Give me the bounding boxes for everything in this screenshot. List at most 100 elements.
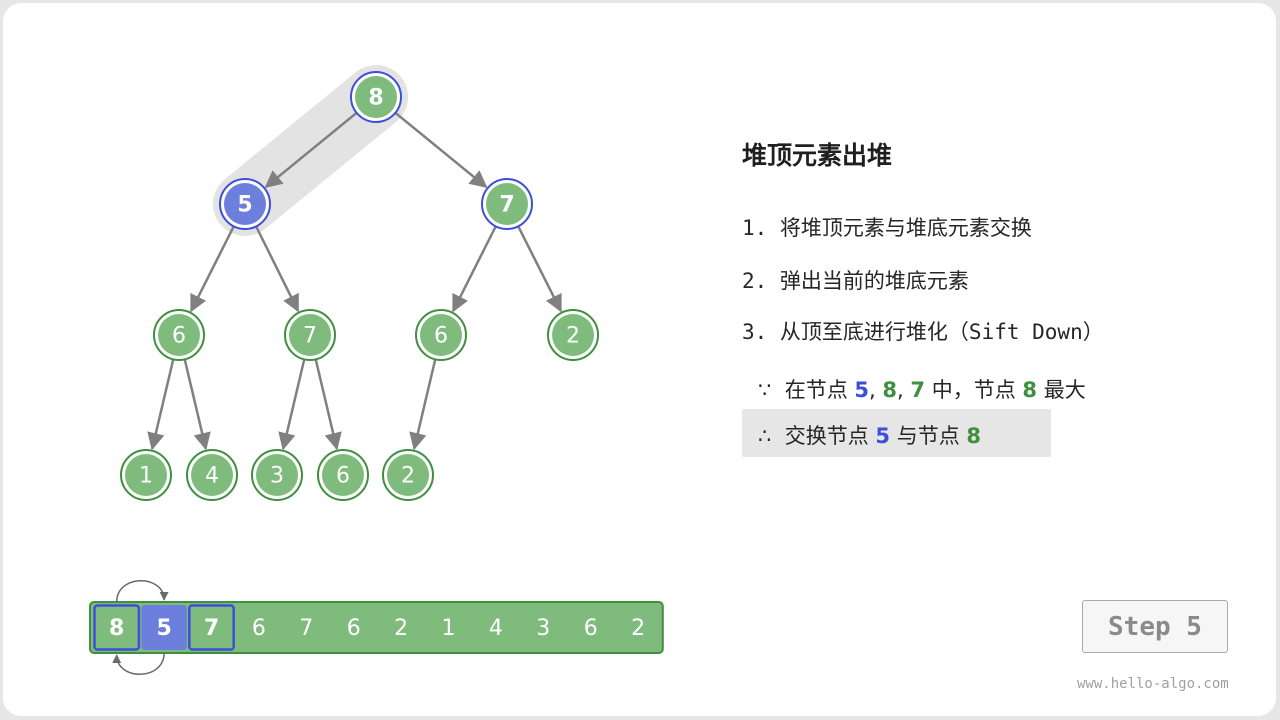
tree-edge xyxy=(516,224,562,313)
tree-node: 7 xyxy=(481,178,533,230)
node-fill xyxy=(256,454,298,496)
node-value: 7 xyxy=(303,324,317,349)
therefore-prefix: 交换节点 xyxy=(784,424,869,448)
therefore-node-a: 5 xyxy=(875,424,891,448)
tree-node: 2 xyxy=(547,309,599,361)
therefore-box xyxy=(742,409,1051,457)
cell-box xyxy=(425,605,472,650)
tree-node: 6 xyxy=(317,449,369,501)
array-cell: 2 xyxy=(615,605,661,650)
node-value: 6 xyxy=(434,324,448,349)
tree-node: 3 xyxy=(251,449,303,501)
tree-edge xyxy=(264,111,359,189)
therefore-middle: 与节点 xyxy=(896,424,960,448)
because-symbol: ∵ xyxy=(758,378,772,402)
cell-box xyxy=(520,605,566,650)
cell-value: 6 xyxy=(584,616,598,641)
array-cell: 8 xyxy=(93,604,141,651)
panel-title: 堆顶元素出堆 xyxy=(742,141,893,170)
because-suffix: 最大 xyxy=(1043,378,1086,402)
node-fill xyxy=(191,454,233,496)
because-middle: 中，节点 xyxy=(931,378,1016,402)
cell-box xyxy=(615,605,661,650)
cell-value: 7 xyxy=(204,616,219,641)
node-fill xyxy=(387,454,429,496)
cell-box xyxy=(93,604,141,651)
tree-edge xyxy=(183,358,211,451)
heap-tree: 8 5 7 6 7 6 2 1 4 3 6 2 xyxy=(120,65,599,501)
node-value: 6 xyxy=(172,324,186,349)
cell-box xyxy=(473,605,519,650)
node-value: 7 xyxy=(499,193,514,218)
tree-node: 1 xyxy=(120,449,172,501)
cell-box xyxy=(141,605,187,650)
cell-value: 2 xyxy=(631,616,645,641)
step-1: 1. 将堆顶元素与堆底元素交换 xyxy=(742,216,1032,240)
therefore-node-b: 8 xyxy=(966,424,982,448)
slide-card xyxy=(3,3,1276,716)
tree-edge xyxy=(393,111,488,189)
watermark: www.hello-algo.com xyxy=(1077,676,1229,692)
array-cell: 4 xyxy=(473,605,519,650)
tree-node: 6 xyxy=(415,309,467,361)
node-value: 2 xyxy=(401,464,415,489)
node-fill xyxy=(125,454,167,496)
cell-value: 5 xyxy=(156,616,171,641)
tree-node: 4 xyxy=(186,449,238,501)
cell-value: 1 xyxy=(442,616,456,641)
cell-value: 6 xyxy=(347,616,361,641)
node-fill xyxy=(552,314,594,356)
node-fill xyxy=(420,314,462,356)
tree-edge xyxy=(314,358,342,451)
tree-node: 8 xyxy=(350,71,402,123)
tree-node: 5 xyxy=(219,178,271,230)
swap-arc-bottom xyxy=(112,652,165,675)
array-cell: 6 xyxy=(236,605,282,650)
node-value: 1 xyxy=(139,464,153,489)
node-value: 6 xyxy=(336,464,350,489)
step-button[interactable]: Step 5 xyxy=(1082,600,1228,653)
array-cell: 7 xyxy=(188,604,235,651)
therefore-line: ∴ 交换节点 5 与节点 8 xyxy=(758,420,981,450)
array-cell: 3 xyxy=(520,605,566,650)
tree-node: 6 xyxy=(153,309,205,361)
node-fill xyxy=(355,76,397,118)
node-value: 5 xyxy=(237,193,252,218)
array-cell: 6 xyxy=(331,605,377,650)
because-prefix: 在节点 xyxy=(784,378,848,402)
cell-box xyxy=(283,605,330,650)
cell-value: 8 xyxy=(109,616,124,641)
node-fill xyxy=(224,183,266,225)
because-sep-2: , xyxy=(897,378,904,402)
cell-value: 3 xyxy=(536,616,550,641)
array-cell: 5 xyxy=(141,605,187,650)
tree-node: 7 xyxy=(284,309,336,361)
tree-edge xyxy=(452,224,498,313)
swap-arc-top xyxy=(115,580,169,603)
therefore-symbol: ∴ xyxy=(758,424,772,448)
cell-value: 7 xyxy=(299,616,313,641)
array-cell: 1 xyxy=(425,605,472,650)
node-fill xyxy=(486,183,528,225)
tree-edge xyxy=(254,224,300,313)
node-value: 4 xyxy=(205,464,219,489)
node-value: 3 xyxy=(270,464,284,489)
cell-value: 6 xyxy=(252,616,266,641)
because-line: ∵ 在节点 5, 8, 7 中，节点 8 最大 xyxy=(758,374,1086,404)
tree-edge xyxy=(409,358,437,451)
because-node-c: 7 xyxy=(910,378,926,402)
step-2: 2. 弹出当前的堆底元素 xyxy=(742,269,969,293)
node-value: 8 xyxy=(368,86,383,111)
node-value: 2 xyxy=(566,324,580,349)
step-3: 3. 从顶至底进行堆化（Sift Down） xyxy=(742,320,1104,344)
because-sep-1: , xyxy=(869,378,876,402)
because-node-max: 8 xyxy=(1022,378,1038,402)
tree-edge xyxy=(190,224,236,313)
array-cell: 2 xyxy=(378,605,424,650)
tree-edge xyxy=(147,358,175,451)
node-fill xyxy=(322,454,364,496)
node-fill xyxy=(289,314,331,356)
cell-box xyxy=(568,605,614,650)
cell-value: 4 xyxy=(489,616,503,641)
